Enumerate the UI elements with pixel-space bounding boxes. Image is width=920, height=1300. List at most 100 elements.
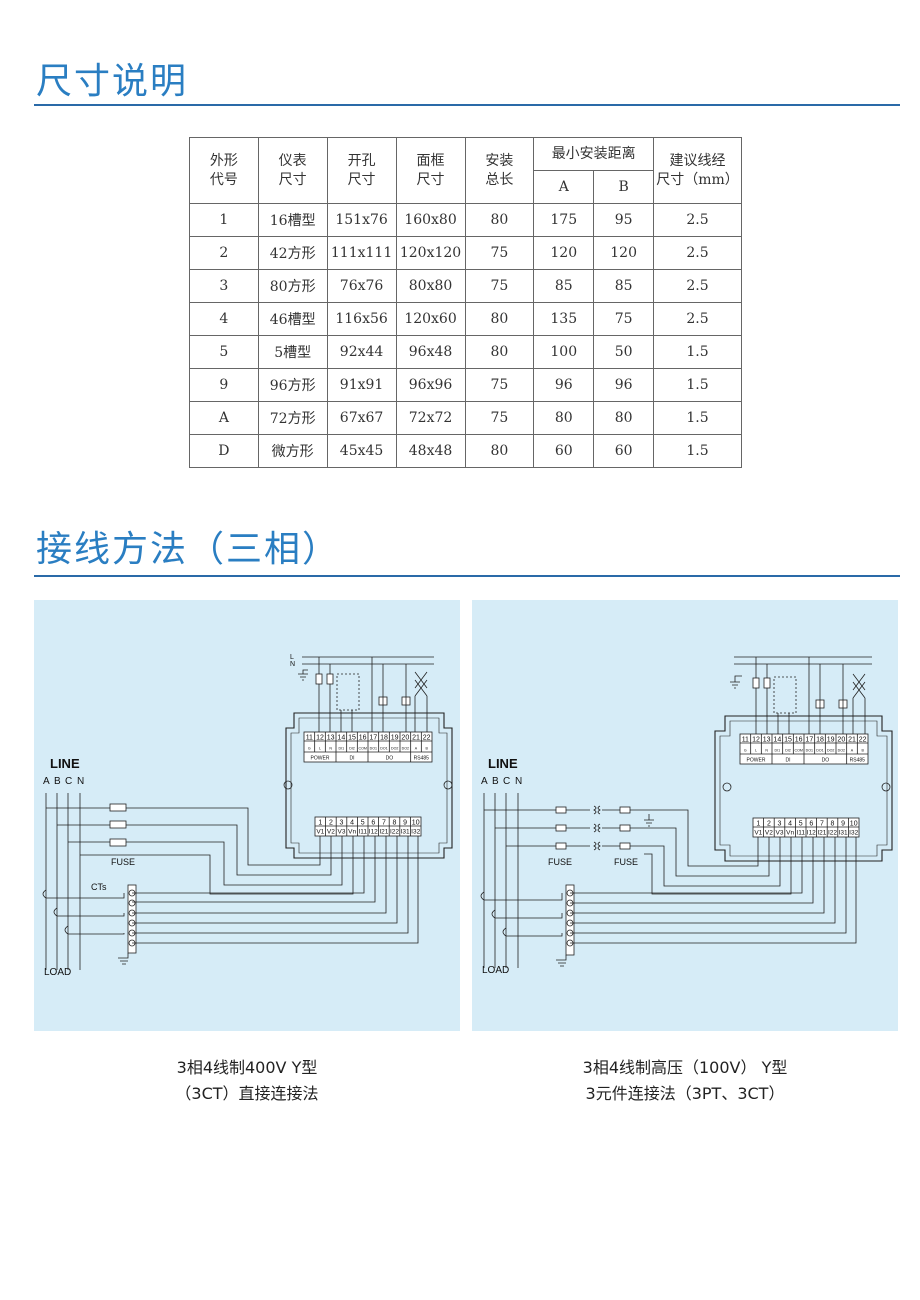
bottom-terminal-number[interactable]: 7	[820, 821, 824, 828]
table-cell: 96	[533, 368, 595, 402]
top-terminal-number[interactable]: 17	[369, 735, 377, 742]
di-contact-box	[773, 676, 797, 714]
table-cell: 96	[593, 368, 655, 402]
bottom-terminal-number[interactable]: 7	[382, 820, 386, 827]
bottom-terminal-number[interactable]: 10	[850, 821, 858, 828]
table-cell: 120	[593, 236, 655, 270]
header-wire: 建议线经尺寸（mm）	[653, 137, 742, 204]
top-terminal-number[interactable]: 22	[423, 735, 431, 742]
terminal-group-label: DI	[350, 756, 355, 762]
bottom-terminal-number[interactable]: 2	[767, 821, 771, 828]
top-terminal-signal: COM	[794, 749, 802, 753]
table-cell: 72x72	[395, 401, 466, 435]
bottom-terminal-number[interactable]: 6	[809, 821, 813, 828]
header-b: B	[593, 170, 655, 204]
top-terminal-signal: DO1	[380, 747, 387, 751]
top-terminal-number[interactable]: 12	[752, 737, 760, 744]
top-terminal-number[interactable]: 20	[837, 737, 845, 744]
wiring-title-rule	[34, 575, 900, 577]
bottom-terminal-number[interactable]: 3	[340, 820, 344, 827]
top-terminal-signal: DO1	[816, 749, 823, 753]
phase-label-b: B	[54, 776, 61, 787]
top-terminal-signal: COM	[358, 747, 366, 751]
bottom-terminal-number[interactable]: 1	[318, 820, 322, 827]
top-terminal-number[interactable]: 14	[337, 735, 345, 742]
bottom-terminal-number[interactable]: 9	[403, 820, 407, 827]
top-terminal-block: 11G12L13N14DI115DI216COM17DO118DO119DO22…	[739, 733, 869, 765]
dimensions-table: 外形代号 仪表尺寸 开孔尺寸 面框尺寸 安装总长 最小安装距离 建议线经尺寸（m…	[189, 137, 742, 468]
top-terminal-number[interactable]: 18	[816, 737, 824, 744]
bottom-terminal-number[interactable]: 5	[361, 820, 365, 827]
top-terminal-number[interactable]: 11	[306, 735, 313, 742]
top-terminal-number[interactable]: 20	[401, 735, 409, 742]
top-terminal-signal: DO2	[402, 747, 409, 751]
bottom-terminal-number[interactable]: 10	[412, 820, 420, 827]
table-cell: 50	[593, 335, 655, 369]
top-terminal-number[interactable]: 15	[348, 735, 356, 742]
fuse-label-2: FUSE	[614, 857, 638, 867]
top-terminal-number[interactable]: 19	[391, 735, 399, 742]
mount-hole-left	[722, 782, 732, 792]
table-cell: 67x67	[326, 401, 397, 435]
bottom-terminal-signal: V3	[776, 830, 784, 837]
table-cell: 1	[189, 203, 259, 237]
top-terminal-number[interactable]: 21	[412, 735, 420, 742]
top-terminal-number[interactable]: 16	[795, 737, 803, 744]
bottom-terminal-signal: I21	[817, 830, 826, 837]
top-terminal-number[interactable]: 18	[380, 735, 388, 742]
top-terminal-number[interactable]: 12	[316, 735, 324, 742]
terminal-group-label: DO	[386, 756, 394, 762]
bottom-terminal-number[interactable]: 8	[393, 820, 397, 827]
ct-terminal[interactable]	[128, 899, 136, 907]
top-terminal-number[interactable]: 22	[859, 737, 867, 744]
bottom-terminal-number[interactable]: 6	[371, 820, 375, 827]
table-cell: 46槽型	[257, 302, 328, 336]
top-terminal-number[interactable]: 17	[805, 737, 813, 744]
top-terminal-number[interactable]: 11	[742, 737, 749, 744]
bottom-terminal-number[interactable]: 3	[778, 821, 782, 828]
top-terminal-number[interactable]: 13	[327, 735, 335, 742]
bottom-terminal-signal: I11	[796, 830, 805, 837]
table-cell: 75	[593, 302, 655, 336]
table-cell: 48x48	[395, 434, 466, 468]
top-terminal-number[interactable]: 14	[773, 737, 781, 744]
top-terminal-number[interactable]: 15	[784, 737, 792, 744]
bottom-terminal-number[interactable]: 8	[831, 821, 835, 828]
power-fuse-2	[763, 677, 771, 689]
top-terminal-signal: DI2	[785, 749, 791, 753]
bottom-terminal-number[interactable]: 9	[841, 821, 845, 828]
top-terminal-number[interactable]: 13	[763, 737, 771, 744]
di-contact-box	[336, 673, 360, 711]
table-cell: 2	[189, 236, 259, 270]
table-cell: 80	[464, 434, 535, 468]
table-cell: 175	[533, 203, 595, 237]
table-cell: 80	[464, 335, 535, 369]
top-terminal-number[interactable]: 21	[848, 737, 856, 744]
bottom-terminal-signal: V2	[765, 830, 773, 837]
table-cell: 45x45	[326, 434, 397, 468]
fuse-b-primary	[555, 824, 567, 832]
ground-symbol-top	[298, 669, 308, 681]
bottom-terminal-number[interactable]: 5	[799, 821, 803, 828]
bottom-terminal-number[interactable]: 4	[788, 821, 792, 828]
ground-symbol-ct	[556, 955, 567, 967]
bottom-terminal-number[interactable]: 1	[756, 821, 760, 828]
table-cell: 80	[464, 203, 535, 237]
top-terminal-number[interactable]: 16	[359, 735, 367, 742]
table-cell: 111x111	[326, 236, 397, 270]
mount-hole-left	[283, 780, 293, 790]
ct-terminal-block	[127, 884, 137, 954]
table-cell: 92x44	[326, 335, 397, 369]
bottom-terminal-signal: I12	[369, 829, 378, 836]
table-cell: 75	[464, 368, 535, 402]
top-terminal-number[interactable]: 19	[827, 737, 835, 744]
bottom-terminal-number[interactable]: 4	[350, 820, 354, 827]
top-terminal-signal: DO1	[806, 749, 813, 753]
bottom-terminal-number[interactable]: 2	[329, 820, 333, 827]
mount-hole-right	[443, 780, 453, 790]
bottom-terminal-signal: Vn	[348, 829, 356, 836]
